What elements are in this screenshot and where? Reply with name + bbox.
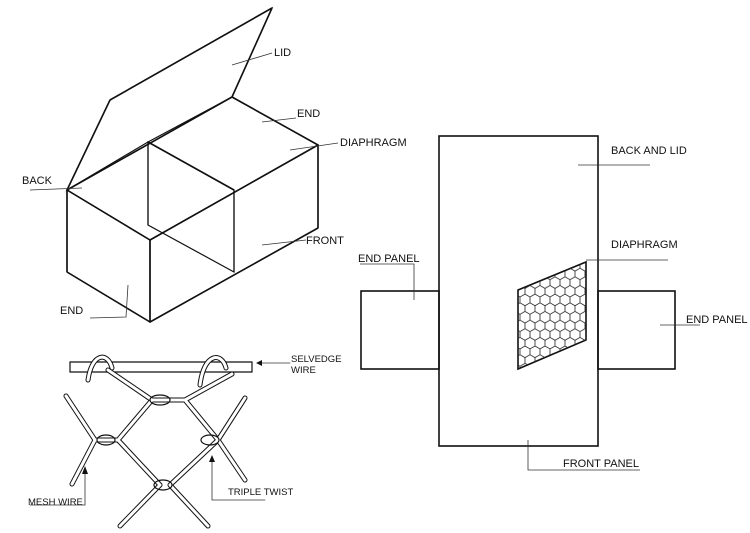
gabion-box: LID END DIAPHRAGM BACK FRONT END (22, 6, 407, 324)
label-mesh-wire: MESH WIRE (28, 497, 83, 508)
label-selvedge: SELVEDGE (291, 354, 342, 365)
wire-detail (29, 354, 291, 529)
label-triple-twist: TRIPLE TWIST (228, 487, 293, 498)
label-back-and-lid: BACK AND LID (611, 145, 687, 157)
end-panel-right-shape (597, 290, 676, 370)
label-front-panel: FRONT PANEL (563, 458, 639, 470)
label-selvedge-wire: WIRE (291, 365, 316, 376)
lid-panel (65, 6, 274, 192)
label-diaphragm-box: DIAPHRAGM (340, 137, 407, 149)
label-end-bottom: END (60, 305, 83, 317)
label-front: FRONT (306, 235, 344, 247)
end-panel-left-shape (360, 290, 440, 370)
label-diaphragm-panel: DIAPHRAGM (611, 239, 678, 251)
end-panel (66, 188, 151, 324)
diaphragm-panel (147, 140, 235, 274)
unfolded-panel: BACK AND LID DIAPHRAGM END PANEL END PAN… (358, 135, 748, 471)
label-lid: LID (274, 47, 291, 59)
label-end-panel-left: END PANEL (358, 253, 420, 265)
label-end-panel-right: END PANEL (686, 314, 748, 326)
label-back: BACK (22, 175, 53, 187)
label-end-top: END (297, 108, 320, 120)
